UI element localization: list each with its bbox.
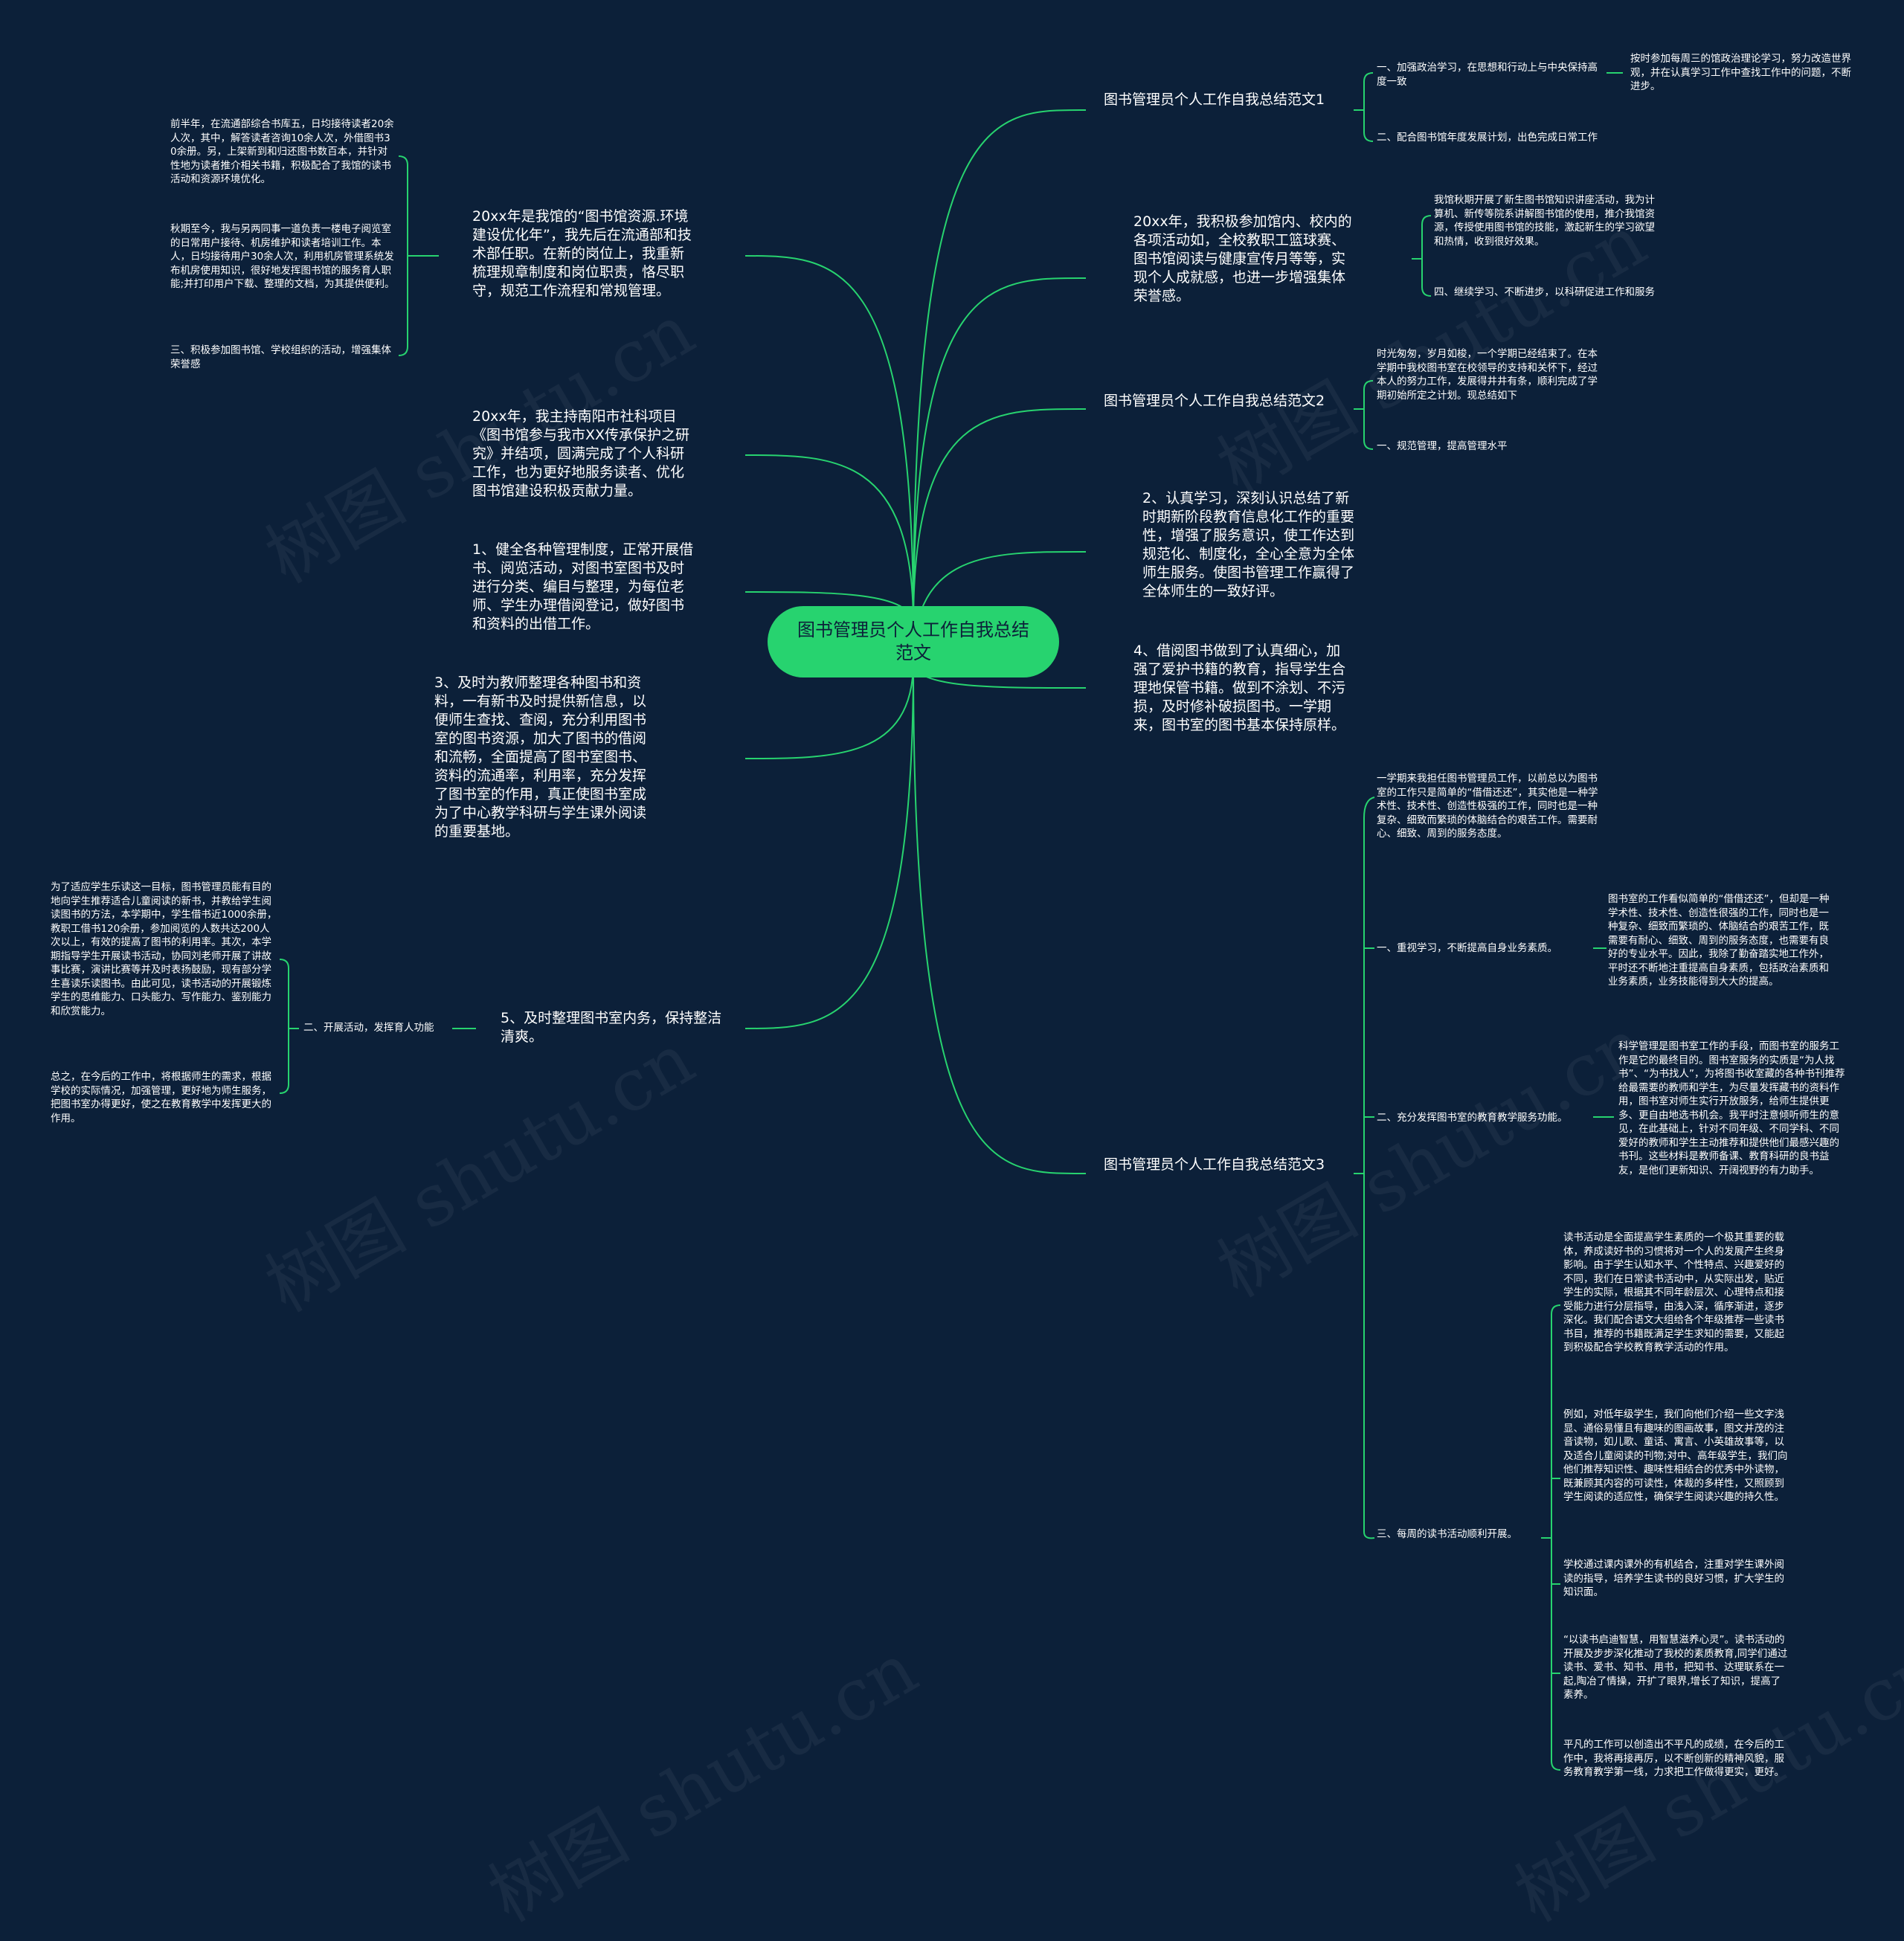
connector-line <box>913 109 1081 625</box>
connector-line <box>398 155 408 356</box>
subtopic-semester-intro[interactable]: 时光匆匆，岁月如梭，一个学期已经结束了。在本学期中我校图书室在校领导的支持和关怀… <box>1377 348 1598 402</box>
subtopic-keep-learning[interactable]: 四、继续学习、不断进步，以科研促进工作和服务 <box>1434 286 1655 298</box>
subtopic-educational-activities[interactable]: 二、开展活动，发挥育人功能 <box>303 1022 434 1034</box>
topic-housekeeping[interactable]: 5、及时整理图书室内务，保持整洁清爽。 <box>501 1010 722 1045</box>
connector-line <box>1363 818 1375 1539</box>
subtopic-reading-detail-3[interactable]: 学校通过课内课外的有机结合，注重对学生课外阅读的指导，培养学生读书的良好习惯，扩… <box>1563 1559 1784 1598</box>
subtopic-reading-activities[interactable]: 三、每周的读书活动顺利开展。 <box>1377 1528 1517 1540</box>
topic-lending[interactable]: 4、借阅图书做到了认真细心，加强了爱护书籍的教育，指导学生合理地保管书籍。做到不… <box>1133 643 1346 733</box>
connector-line <box>913 661 1081 1174</box>
topic-organize-resources[interactable]: 3、及时为教师整理各种图书和资料，一有新书及时提供新信息，以便师生查找、查阅，充… <box>434 675 647 840</box>
subtopic-politics[interactable]: 一、加强政治学习，在思想和行动上与中央保持高度一致 <box>1377 62 1598 88</box>
topic-summary-3[interactable]: 图书管理员个人工作自我总结范文3 <box>1104 1156 1325 1173</box>
subtopic-education-service[interactable]: 二、充分发挥图书室的教育教学服务功能。 <box>1377 1112 1568 1124</box>
topic-research-project[interactable]: 20xx年，我主持南阳市社科项目《图书馆参与我市XX传承保护之研究》并结项，圆满… <box>472 408 690 499</box>
topic-optimization-year[interactable]: 20xx年是我馆的“图书馆资源.环境建设优化年”，我先后在流通部和技术部任职。在… <box>472 208 692 299</box>
connector-line <box>1421 215 1432 297</box>
connector-line <box>913 408 1081 625</box>
subtopic-conclusion[interactable]: 总之，在今后的工作中，将根据师生的需求，根据学校的实际情况，加强管理，更好地为师… <box>51 1071 271 1124</box>
subtopic-improve-quality[interactable]: 一、重视学习，不断提高自身业务素质。 <box>1377 942 1557 954</box>
subtopic-work-intro[interactable]: 一学期来我担任图书管理员工作，以前总以为图书室的工作只是简单的“借借还还”，其实… <box>1377 773 1598 840</box>
subtopic-politics-detail[interactable]: 按时参加每周三的馆政治理论学习，努力改造世界观，并在认真学习工作中查找工作中的问… <box>1630 53 1851 92</box>
subtopic-autumn[interactable]: 秋期至今，我与另两同事一道负责一楼电子阅览室的日常用户接待、机房维护和读者培训工… <box>170 223 395 290</box>
topic-activities[interactable]: 20xx年，我积极参加馆内、校内的各项活动如，全校教职工篮球赛、图书馆阅读与健康… <box>1133 213 1352 304</box>
topic-summary-1[interactable]: 图书管理员个人工作自我总结范文1 <box>1104 91 1325 108</box>
topic-summary-2[interactable]: 图书管理员个人工作自我总结范文2 <box>1104 393 1325 409</box>
subtopic-collective-honor[interactable]: 三、积极参加图书馆、学校组织的活动，增强集体荣誉感 <box>170 344 391 370</box>
subtopic-reading-detail-4[interactable]: “以读书启迪智慧，用智慧滋养心灵”。读书活动的开展及步步深化推动了我校的素质教育… <box>1563 1634 1788 1701</box>
connector-line <box>744 454 914 625</box>
connector-line <box>744 255 914 625</box>
subtopic-standard-management[interactable]: 一、规范管理，提高管理水平 <box>1377 440 1508 452</box>
connector-line <box>913 277 1081 625</box>
connector-line <box>744 661 914 1029</box>
subtopic-first-half[interactable]: 前半年，在流通部综合书库五，日均接待读者20余人次，其中，解答读者咨询10余人次… <box>170 118 394 185</box>
subtopic-education-service-detail[interactable]: 科学管理是图书室工作的手段，而图书室的服务工作是它的最终目的。图书室服务的实质是… <box>1618 1040 1845 1176</box>
subtopic-reading-detail-5[interactable]: 平凡的工作可以创造出不平凡的成绩，在今后的工作中，我将再接再厉，以不断创新的精神… <box>1563 1739 1784 1778</box>
subtopic-improve-quality-detail[interactable]: 图书室的工作看似简单的“借借还还”，但却是一种学术性、技术性、创造性很强的工作，… <box>1608 893 1830 988</box>
subtopic-reading-detail-2[interactable]: 例如，对低年级学生，我们向他们介绍一些文字浅显、通俗易懂且有趣味的图画故事，图文… <box>1563 1409 1788 1503</box>
connector-line <box>1363 72 1374 142</box>
connector-line <box>1363 796 1375 819</box>
connector-line <box>1363 380 1374 450</box>
subtopic-reading-detail-1[interactable]: 读书活动是全面提高学生素质的一个极其重要的载体，养成读好书的习惯将对一个人的发展… <box>1563 1232 1784 1353</box>
subtopic-activities-detail[interactable]: 为了适应学生乐读这一目标，图书管理员能有目的地向学生推荐适合儿童阅读的新书，并教… <box>51 881 277 1017</box>
topic-management-system[interactable]: 1、健全各种管理制度，正常开展借书、阅览活动，对图书室图书及时进行分类、编目与整… <box>472 541 694 632</box>
subtopic-lecture[interactable]: 我馆秋期开展了新生图书馆知识讲座活动，我为计算机、新传等院系讲解图书馆的使用，推… <box>1434 194 1655 248</box>
topic-study[interactable]: 2、认真学习，深刻认识总结了新时期新阶段教育信息化工作的重要性，增强了服务意识，… <box>1142 490 1355 599</box>
subtopic-annual-plan[interactable]: 二、配合图书馆年度发展计划，出色完成日常工作 <box>1377 132 1598 144</box>
connector-lines <box>279 72 1623 1771</box>
connector-line <box>744 661 914 759</box>
central-topic[interactable]: 图书管理员个人工作自我总结范文 <box>768 606 1059 677</box>
connector-line <box>279 959 289 1094</box>
